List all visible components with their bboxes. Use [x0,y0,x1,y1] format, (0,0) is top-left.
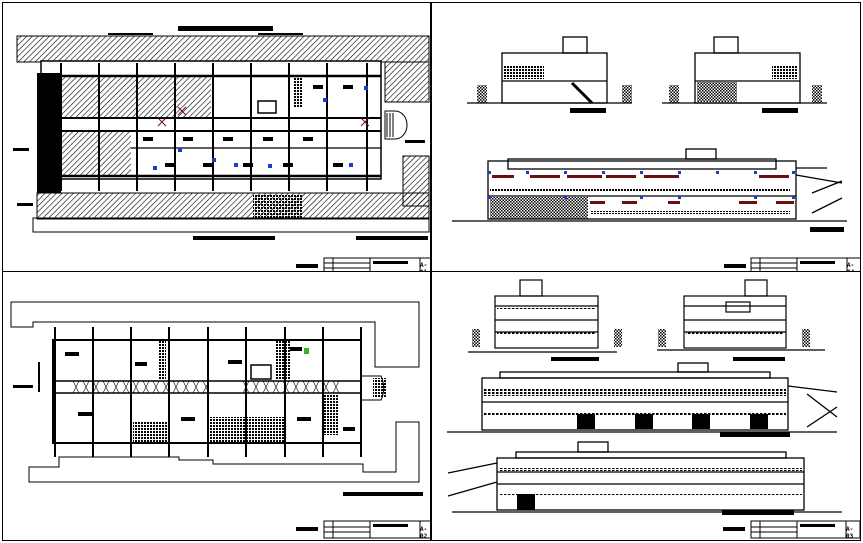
sheet-number: A-03 [846,526,854,540]
sheet-number: A-02 [420,526,428,540]
sheet-a03-elevations: A-03 Elevations [431,271,861,541]
floor-plan-hatched-drawing [13,26,430,271]
elevations-drawing [447,279,860,539]
elevations-section-drawing [452,36,860,271]
sheet-a01-floor-plan: A-01 Floor Plan with Site [2,2,431,272]
floor-plan-drawing [10,301,430,539]
sheet-number: A-01 [420,262,428,271]
sheet-a04-elevations: A-04 Elevations and Section [431,2,861,272]
sheet-number: A-04 [847,262,855,271]
sheet-a02-floor-plan: A-02 Floor Plan [2,271,431,541]
